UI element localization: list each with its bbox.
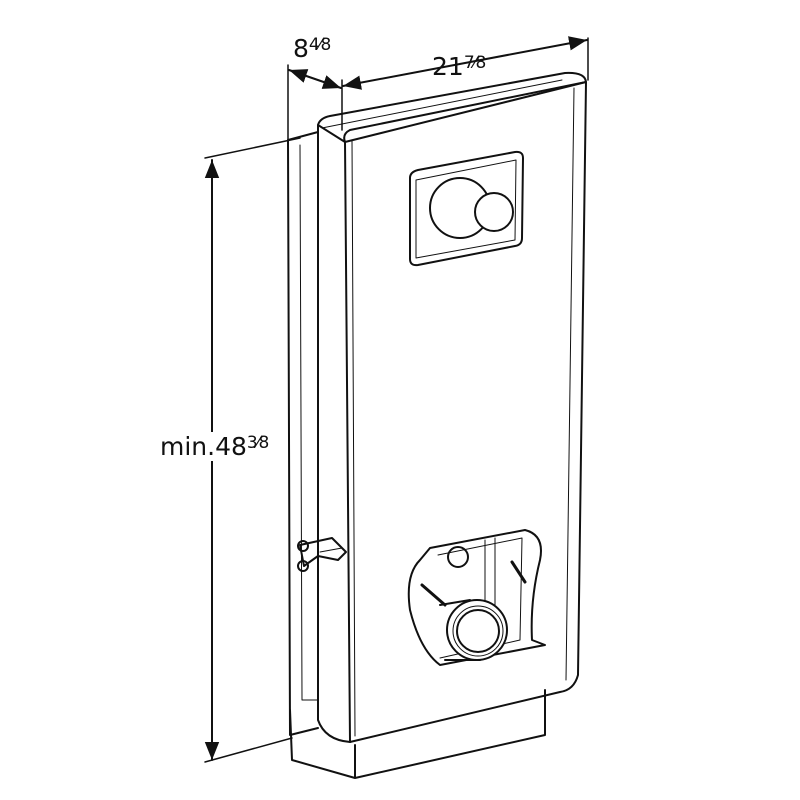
flush-plate-outline bbox=[409, 150, 524, 267]
dimension-lines bbox=[204, 36, 589, 763]
height-whole: 48 bbox=[215, 432, 247, 461]
pedestal bbox=[289, 689, 546, 779]
top-cap bbox=[317, 71, 587, 143]
side-rounded-edge bbox=[317, 124, 351, 743]
front-inner-edge bbox=[351, 139, 356, 737]
depth-arrow bbox=[288, 69, 342, 89]
mounting-bolt-left bbox=[420, 583, 447, 607]
wall-bracket bbox=[297, 537, 347, 572]
width-dimension-label: 217⁄8 bbox=[432, 52, 487, 81]
flush-plate[interactable] bbox=[409, 150, 524, 267]
drain-pipe-inner bbox=[456, 609, 500, 653]
height-prefix: min. bbox=[160, 432, 216, 461]
mounting-bolt-right bbox=[510, 560, 527, 584]
depth-dimension-label: 84⁄8 bbox=[293, 34, 332, 63]
width-arrow bbox=[342, 36, 588, 90]
flush-button-small[interactable] bbox=[474, 192, 514, 232]
width-fraction: 7⁄8 bbox=[463, 53, 487, 73]
depth-fraction: 4⁄8 bbox=[308, 35, 332, 55]
height-extension-top bbox=[204, 137, 301, 159]
supply-pipe bbox=[447, 546, 469, 568]
top-cap-edge bbox=[321, 79, 563, 129]
side-panel-inner bbox=[299, 144, 319, 701]
width-whole: 21 bbox=[432, 52, 464, 81]
height-fraction: 3⁄8 bbox=[246, 433, 270, 453]
outlet-opening bbox=[407, 529, 546, 666]
depth-whole: 8 bbox=[293, 34, 309, 63]
front-right-edge bbox=[565, 87, 575, 681]
height-extension-bottom bbox=[204, 737, 293, 763]
back-frame bbox=[287, 131, 319, 736]
height-dimension-label: min.483⁄8 bbox=[160, 432, 270, 461]
frame-body bbox=[287, 71, 587, 779]
front-face bbox=[344, 81, 587, 743]
